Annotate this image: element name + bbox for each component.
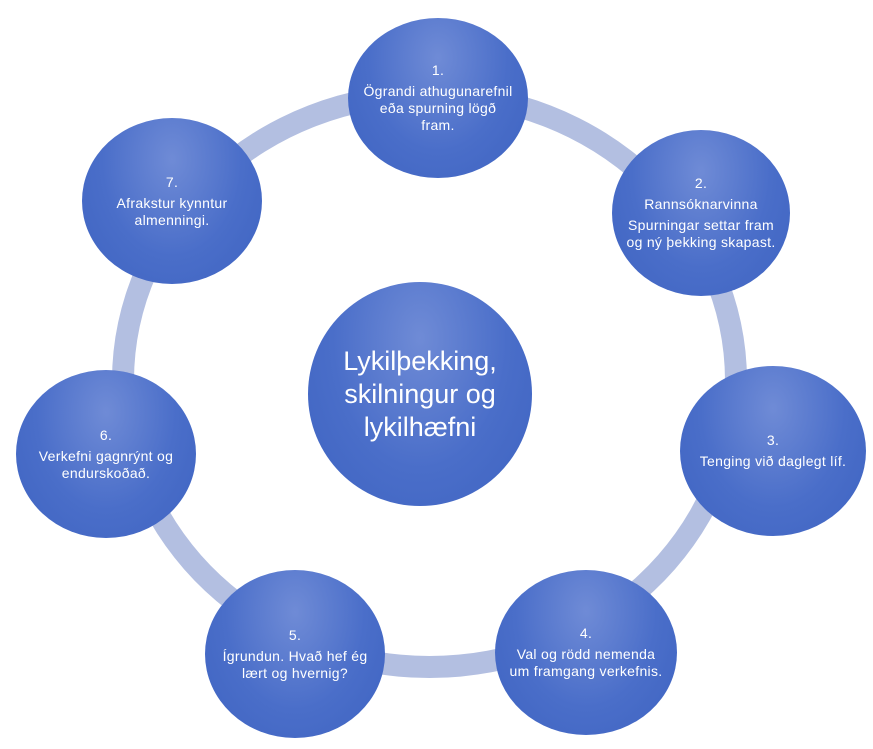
step-number: 6. [99, 426, 113, 443]
step-label: Verkefni gagnrýnt og endurskoðað. [38, 447, 174, 481]
cycle-step-5: 5. Ígrundun. Hvað hef ég lært og hvernig… [205, 570, 385, 738]
cycle-step-1: 1. Ögrandi athugunarefnil eða spurning l… [348, 18, 528, 178]
step-number: 3. [766, 432, 780, 448]
step-label: Val og rödd nemenda um framgang verkefni… [509, 646, 663, 679]
cycle-step-4: 4. Val og rödd nemenda um framgang verke… [495, 570, 677, 735]
step-number: 7. [165, 173, 179, 190]
cycle-step-6: 6. Verkefni gagnrýnt og endurskoðað. [16, 370, 196, 538]
step-label: Rannsóknarvinna [644, 196, 758, 212]
step-label: Ígrundun. Hvað hef ég lært og hvernig? [222, 647, 368, 681]
step-label: Afrakstur kynntur almenningi. [116, 194, 228, 228]
step-number: 1. [431, 62, 445, 78]
step-number: 2. [694, 175, 708, 191]
step-label: Tenging við daglegt líf. [699, 453, 847, 469]
center-circle: Lykilþekking, skilningur og lykilhæfni [308, 282, 532, 506]
step-label: Ögrandi athugunarefnil eða spurning lögð… [363, 83, 513, 133]
step-description: Spurningar settar fram og ný þekking ska… [626, 217, 776, 250]
cycle-step-2: 2. Rannsóknarvinna Spurningar settar fra… [612, 130, 790, 296]
step-number: 5. [288, 626, 302, 643]
center-label: Lykilþekking, skilningur og lykilhæfni [343, 345, 497, 442]
cycle-step-3: 3. Tenging við daglegt líf. [680, 366, 866, 536]
step-number: 4. [579, 625, 593, 641]
cycle-step-7: 7. Afrakstur kynntur almenningi. [82, 118, 262, 284]
